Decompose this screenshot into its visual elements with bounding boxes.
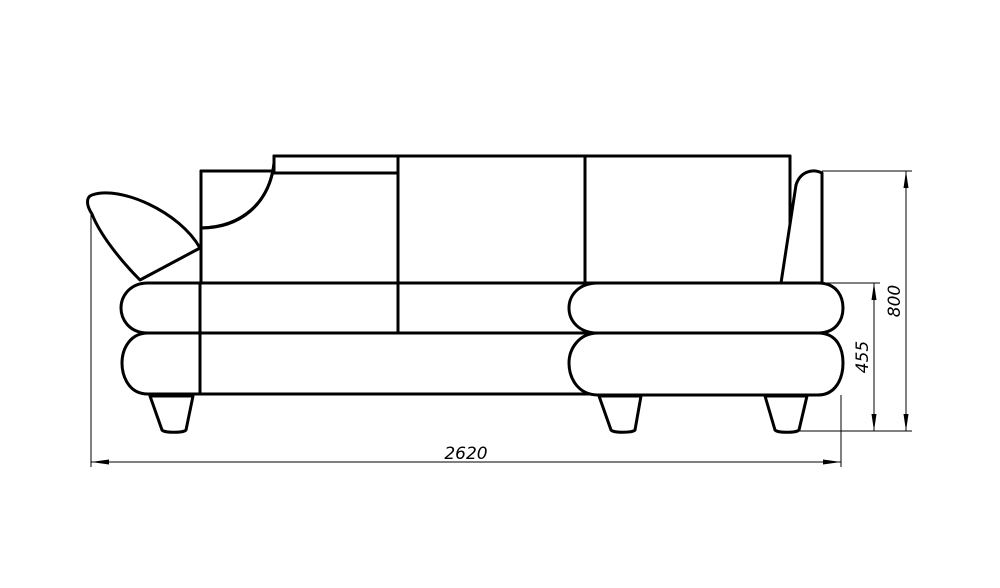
overall-width-label: 2620 [444, 444, 487, 464]
dimension-overall-height: 800 [822, 170, 912, 431]
seat-height-label: 455 [853, 341, 873, 373]
right-armrest-back [779, 169, 824, 285]
right-bolsters [567, 281, 845, 397]
leg-left [148, 394, 195, 434]
left-bolster-lower [120, 331, 202, 396]
arrowhead-height-top [903, 171, 909, 188]
left-bolsters [119, 281, 202, 396]
leg-right [763, 394, 809, 434]
arrowhead-left [91, 459, 109, 465]
back-cushion-corner-arc [199, 154, 276, 230]
seat-base [148, 281, 592, 396]
left-bolster-upper [119, 281, 202, 335]
throw-pillow [86, 191, 202, 282]
arrowhead-seat-bottom [871, 414, 877, 431]
right-bolster-lower [567, 331, 845, 397]
back-cushion-right [583, 154, 792, 285]
arrowhead-height-bottom [903, 414, 909, 431]
back-cushion-middle [396, 154, 587, 285]
overall-height-label: 800 [885, 285, 905, 317]
legs [148, 394, 809, 434]
arrowhead-seat-top [871, 283, 877, 300]
right-bolster-upper [567, 281, 845, 335]
seat-cushion-lower-middle [148, 331, 592, 396]
dimension-seat-height: 455 [800, 282, 912, 432]
arrowhead-right [823, 459, 841, 465]
seat-cushion-upper-middle [148, 281, 592, 335]
leg-middle [597, 394, 643, 434]
back-cushions [199, 154, 792, 285]
